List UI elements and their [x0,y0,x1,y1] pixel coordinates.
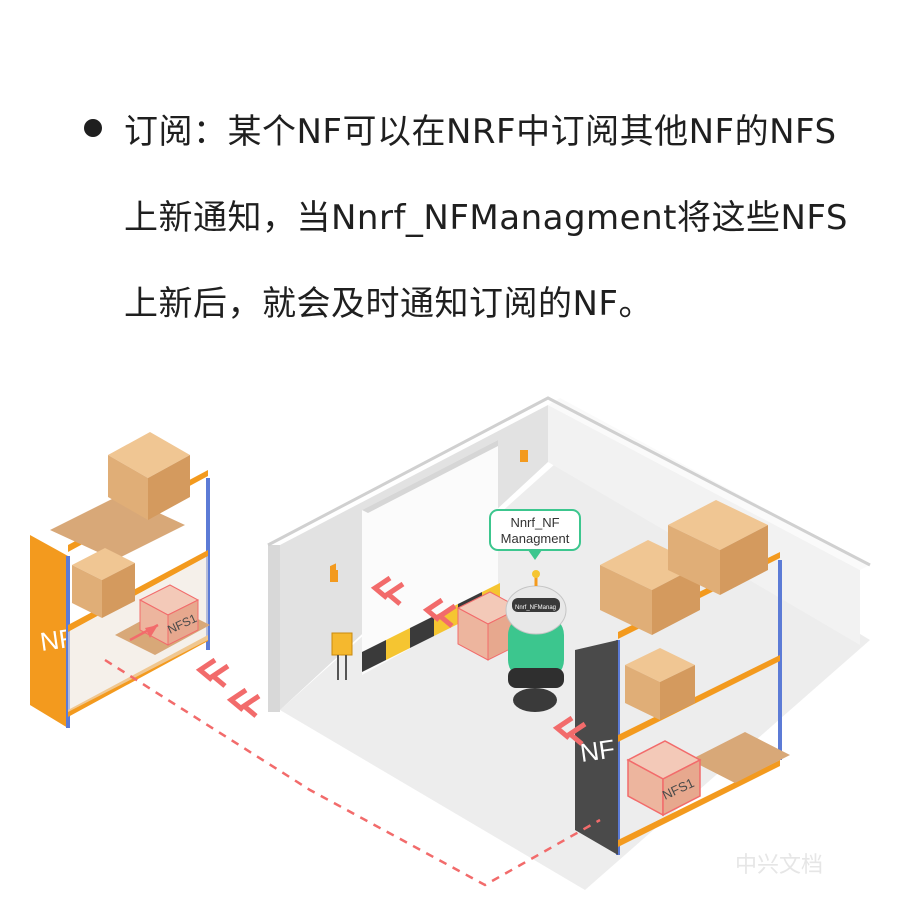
text-line-2: 上新通知，当Nnrf_NFManagment将这些NFS [124,198,848,238]
right-rack-label: NF [578,733,617,768]
text-line-3: 上新后，就会及时通知订阅的NF。 [124,284,653,324]
robot-label-line2: Managment [501,531,570,546]
right-rack-panel [575,640,618,855]
text-line-1: 订阅：某个NF可以在NRF中订阅其他NF的NFS [124,112,837,152]
right-rack: NFS1 NF [575,500,790,855]
robot-label-line1: Nnrf_NF [510,515,559,530]
arrow-head-icon [145,625,158,638]
robot: Nnrf_NFManag Nnrf_NF Managment [456,509,581,712]
left-rack: NF NFS1 [30,432,210,728]
robot-badge: Nnrf_NFManag [515,605,556,611]
left-rack-panel [30,535,68,728]
watermark: 中兴文档 [735,853,823,878]
bullet-dot [84,119,102,137]
chevron-left-icon [195,657,217,682]
